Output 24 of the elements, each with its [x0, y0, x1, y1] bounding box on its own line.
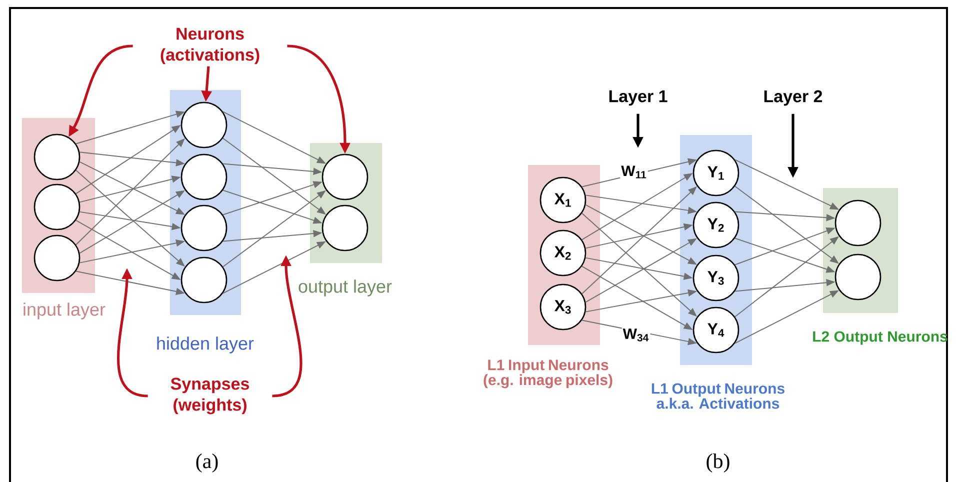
node-label: L1 Output Neurons a.k.a. Activations: [652, 383, 784, 409]
neuron-circle: [834, 254, 882, 300]
panel-caption: (a): [194, 452, 220, 474]
node-label: hidden layer: [157, 336, 254, 354]
node-label: L1 Input Neurons (e.g. image pixels): [484, 360, 612, 388]
neuron-circle: [180, 154, 228, 200]
node-label: input layer: [24, 302, 106, 320]
neuron-circle: [34, 234, 80, 282]
panel-caption: (b): [704, 452, 732, 474]
neuron-circle: [322, 154, 368, 200]
neuron-circle: [834, 200, 882, 246]
callout-text: Layer 2: [764, 90, 822, 106]
neuron-circle: [180, 256, 228, 304]
neuron-circle: [34, 134, 80, 180]
callout-text: Layer 1: [609, 90, 668, 106]
neuron-circle: [180, 204, 228, 252]
neuron-circle: [322, 204, 368, 252]
neuron-circle: [180, 102, 228, 148]
weight-label: W$_{34}$: [622, 328, 650, 342]
node-label: output layer: [298, 280, 392, 296]
neuron-circle: [34, 184, 80, 230]
callout-text: Neurons (activations): [160, 28, 260, 64]
callout-text: Synapses (weights): [170, 378, 249, 414]
weight-label: W$_{11}$: [620, 164, 648, 180]
